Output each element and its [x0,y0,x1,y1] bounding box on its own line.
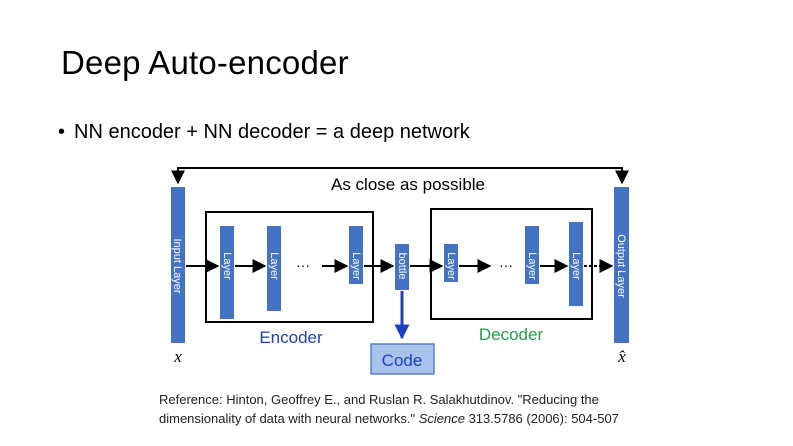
encoder-label: Encoder [259,328,323,347]
bullet-text: NN encoder + NN decoder = a deep network [74,121,470,143]
encoder-layer-2-label: Layer [268,252,280,280]
bottleneck-label: bottle [396,253,408,280]
encoder-ellipsis: ··· [296,257,310,273]
decoder-layer-2-label: Layer [526,252,538,280]
decoder-layer-1-label: Layer [445,252,457,280]
reference-line-2-prefix: dimensionality of data with neural netwo… [159,411,419,426]
encoder-layer-1-label: Layer [221,252,233,280]
input-layer [171,187,185,343]
code-label: Code [382,351,423,370]
encoder-layer-3 [349,226,363,284]
input-x-label: x [173,347,182,366]
bottleneck-layer [395,244,409,290]
encoder-layer-1 [220,226,234,319]
reference-line-2-suffix: 313.5786 (2006): 504-507 [464,411,619,426]
encoder-layer-3-label: Layer [350,252,362,280]
code-box [370,343,435,375]
reference-line-2: dimensionality of data with neural netwo… [159,409,619,428]
reference-journal: Science [418,411,465,426]
decoder-layer-3 [569,222,583,306]
slide-title: Deep Auto-encoder [61,44,349,81]
bullet-dot-icon: • [58,121,66,143]
encoder-layer-2 [267,226,281,311]
bullet-item: • NN encoder + NN decoder = a deep networ… [58,121,470,144]
input-layer-label: Input Layer [171,238,183,293]
reference-citation: Reference: Hinton, Geoffrey E., and Rusl… [159,390,619,428]
decoder-ellipsis: ··· [499,257,513,273]
top-label: As close as possible [331,175,485,194]
decoder-layer-3-label: Layer [570,252,582,280]
output-xhat-label: x̂ [617,347,626,366]
output-layer-label: Output Layer [615,234,627,298]
decoder-layer-2 [525,226,539,284]
decoder-layer-1 [444,244,458,282]
decoder-label: Decoder [479,325,544,344]
output-layer [614,187,629,343]
reference-line-1: Reference: Hinton, Geoffrey E., and Rusl… [159,392,599,407]
